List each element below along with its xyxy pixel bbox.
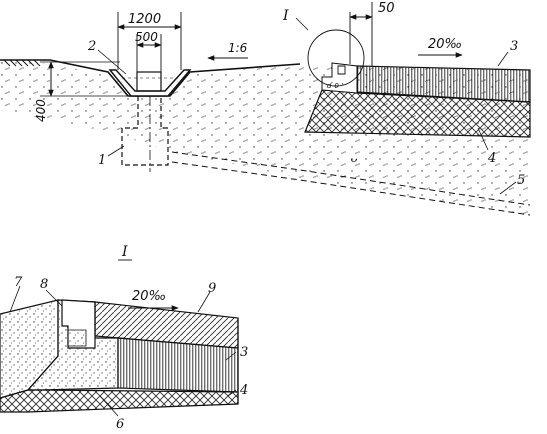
ditch-lining — [108, 69, 192, 97]
detail-base-layer — [0, 389, 239, 413]
detail-slope-label: 20‰ — [132, 289, 166, 304]
detail-title: I — [121, 244, 128, 260]
dimension-400 — [40, 61, 130, 97]
detail-callout-4: 4 — [239, 383, 248, 398]
dimension-400-label: 400 — [34, 99, 48, 122]
detail-callout-8: 8 — [40, 277, 48, 292]
turf-hatching — [3, 59, 41, 67]
callout-1: 1 — [98, 153, 106, 168]
dimension-50 — [349, 2, 373, 66]
detail-pavement-layer — [117, 337, 239, 393]
dimension-500-label: 500 — [135, 30, 158, 44]
detail-marker-label: I — [282, 8, 289, 24]
detail-callout-6: 6 — [116, 417, 124, 432]
slope-left-label: 1:6 — [228, 41, 248, 55]
detail-callout-3: 3 — [240, 345, 248, 360]
dimension-1200 — [117, 12, 182, 70]
underground-drain — [121, 96, 169, 172]
callout-2: 2 — [87, 39, 96, 54]
callout-5: 5 — [517, 173, 525, 188]
callout-3: 3 — [510, 39, 518, 54]
slope-right-label: 20‰ — [428, 37, 462, 52]
soil-symbol: ᴗ — [350, 151, 358, 165]
dimension-50-label: 50 — [378, 1, 395, 16]
ditch-tray — [136, 71, 162, 92]
dimension-500 — [136, 34, 162, 72]
detail-callout-leaders — [9, 285, 237, 417]
dimension-1200-label: 1200 — [128, 12, 161, 27]
callout-4: 4 — [487, 151, 496, 166]
detail-marker-circle — [307, 29, 365, 87]
detail-callout-9: 9 — [208, 281, 216, 296]
detail-callout-7: 7 — [14, 275, 23, 290]
callout-leaders — [97, 49, 517, 195]
dashed-lines-5 — [171, 151, 531, 216]
